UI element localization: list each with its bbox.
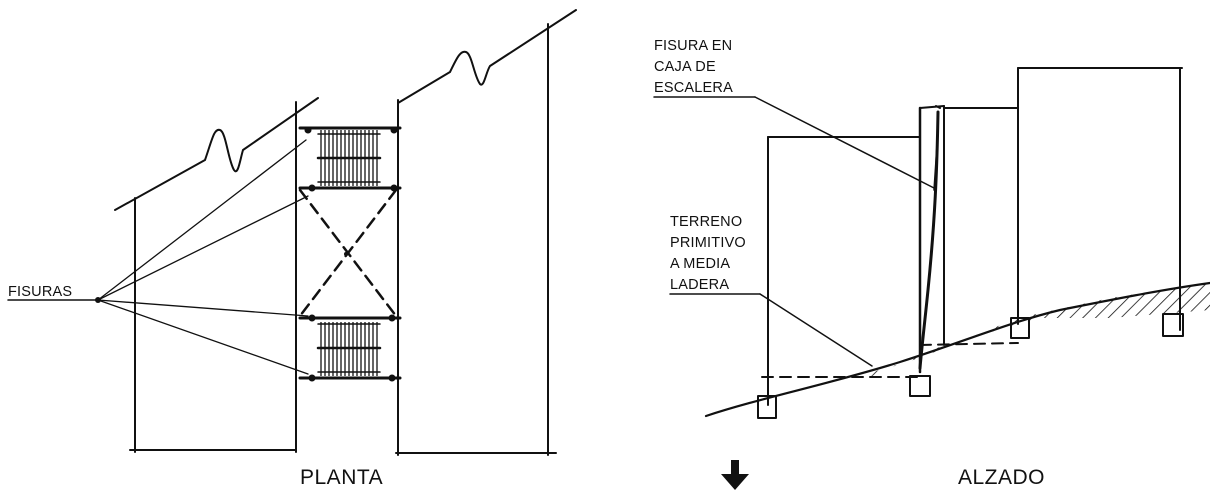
stair-crack-label-line3: ESCALERA <box>654 80 733 96</box>
plan-right-block <box>395 9 577 456</box>
stair-crack-callout: FISURA EN CAJA DE ESCALERA <box>653 38 935 189</box>
elevation-view: FISURA EN CAJA DE ESCALERA TERRENO PRIMI… <box>653 38 1210 490</box>
plan-cracks-callout: FISURAS <box>7 139 309 375</box>
elevation-terrain <box>704 281 1210 418</box>
terrain-callout: TERRENO PRIMITIVO A MEDIA LADERA <box>669 214 873 367</box>
stair-crack-label-line2: CAJA DE <box>654 59 716 75</box>
elevation-stair-box <box>918 67 1183 374</box>
terrain-label-line3: A MEDIA <box>670 256 730 272</box>
elevation-title: ALZADO <box>958 466 1045 489</box>
terrain-label-line2: PRIMITIVO <box>670 235 746 251</box>
plan-stair-box <box>298 126 402 382</box>
plan-view: FISURAS PLANTA <box>7 9 577 489</box>
cracks-label: FISURAS <box>8 284 72 300</box>
terrain-label-line1: TERRENO <box>670 214 742 230</box>
plan-title: PLANTA <box>300 466 383 489</box>
elevation-footings <box>757 313 1184 419</box>
stair-crack-label-line1: FISURA EN <box>654 38 732 54</box>
elevation-left-building <box>767 136 921 406</box>
plan-left-block <box>114 97 319 453</box>
down-arrow-icon <box>721 460 749 490</box>
terrain-label-line4: LADERA <box>670 277 729 293</box>
